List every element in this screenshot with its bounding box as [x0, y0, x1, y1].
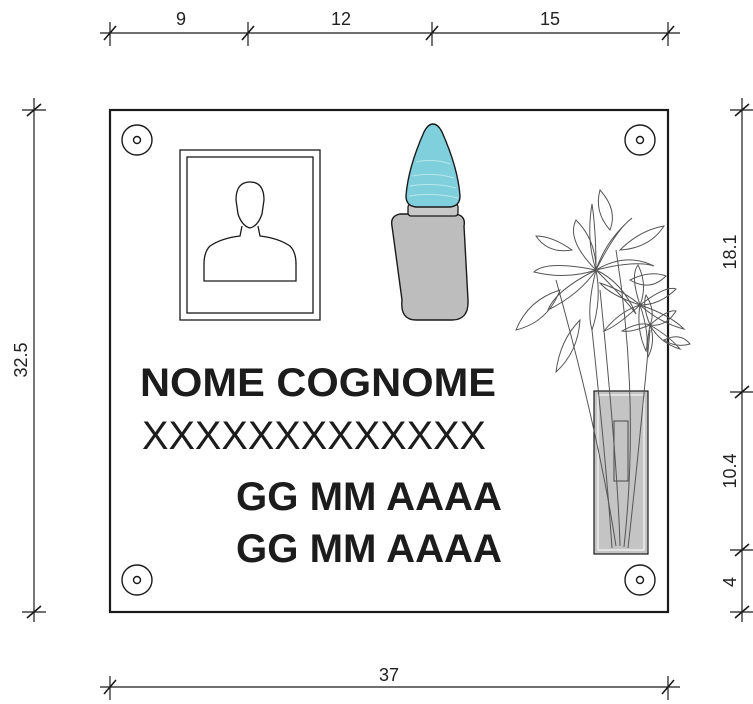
plaque-border: [108, 108, 670, 614]
birth-date: GG MM AAAA: [236, 475, 502, 519]
top-dim-label-3: 15: [540, 9, 560, 29]
bottom-dimension: [100, 676, 680, 700]
left-dimension: [22, 98, 46, 622]
flower-vase-icon: [515, 188, 691, 555]
right-dimension-chain: [730, 98, 753, 622]
left-dim-label: 32.5: [11, 342, 31, 377]
deceased-subtitle: XXXXXXXXXXXXX: [142, 414, 486, 458]
bottom-dim-label: 37: [379, 665, 399, 685]
death-date: GG MM AAAA: [236, 527, 502, 571]
right-dim-label-2: 10.4: [720, 453, 740, 488]
votive-lamp-icon: [390, 123, 469, 321]
deceased-name: NOME COGNOME: [140, 361, 496, 405]
portrait-photo-frame-icon: [179, 149, 321, 321]
screw-cap-icon: [121, 124, 656, 596]
top-dim-label-1: 9: [176, 9, 186, 29]
right-dim-label-1: 18.1: [720, 234, 740, 269]
top-dimension-chain: [100, 22, 680, 46]
top-dim-label-2: 12: [331, 9, 351, 29]
right-dim-label-3: 4: [720, 577, 740, 587]
